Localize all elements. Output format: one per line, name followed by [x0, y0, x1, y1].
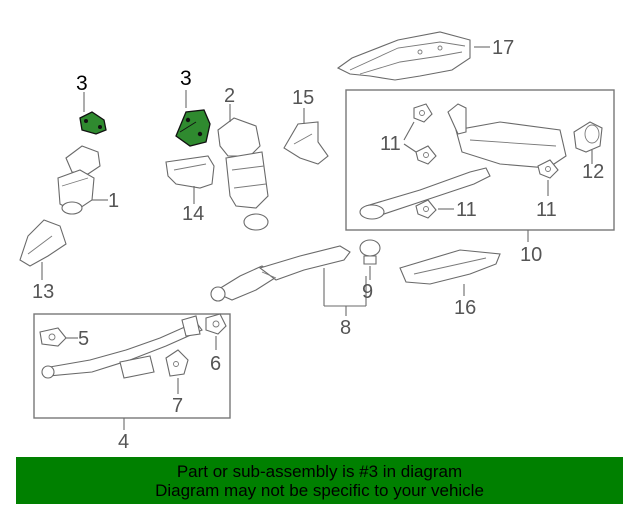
info-banner: Part or sub-assembly is #3 in diagram Di… — [16, 457, 623, 504]
banner-line-1: Part or sub-assembly is #3 in diagram — [176, 461, 463, 481]
part-11-hanger-b[interactable] — [415, 145, 437, 165]
leader-11a — [403, 121, 415, 141]
part-1-catalytic-converter[interactable] — [57, 145, 101, 215]
leader-11a2 — [403, 143, 417, 153]
callout-10: 10 — [520, 244, 542, 266]
part-11-hanger-a[interactable] — [413, 103, 433, 123]
callout-5: 5 — [78, 328, 89, 350]
part-15-bracket[interactable] — [283, 121, 329, 165]
part-3-bracket[interactable] — [175, 109, 211, 147]
banner-line-2: Diagram may not be specific to your vehi… — [155, 480, 484, 500]
part-2-catalytic-converter[interactable] — [217, 117, 269, 231]
callout-12: 12 — [582, 161, 604, 183]
part-14-heat-shield[interactable] — [165, 155, 215, 189]
part-3-gasket-left[interactable] — [79, 111, 107, 135]
part-10-muffler-assembly[interactable] — [359, 103, 567, 220]
callout-4: 4 — [118, 431, 129, 453]
callout-15: 15 — [292, 87, 314, 109]
callout-3b: 3 — [180, 67, 192, 90]
callout-14: 14 — [182, 203, 204, 225]
callout-11c: 11 — [536, 199, 557, 221]
part-6-gasket[interactable] — [205, 313, 227, 335]
part-17-heat-shield[interactable] — [336, 31, 471, 81]
callout-16: 16 — [454, 297, 476, 319]
callout-11a: 11 — [380, 133, 401, 155]
part-9-clamp[interactable] — [359, 239, 381, 265]
part-11-hanger-c[interactable] — [415, 199, 437, 219]
callout-2: 2 — [224, 85, 235, 107]
part-11-hanger-d[interactable] — [537, 159, 559, 179]
callout-1: 1 — [108, 190, 119, 212]
callout-11b: 11 — [456, 199, 477, 221]
callout-8: 8 — [340, 317, 351, 339]
callout-9: 9 — [362, 281, 373, 303]
part-16-heat-shield[interactable] — [399, 249, 501, 285]
part-12-exhaust-tip[interactable] — [573, 121, 603, 153]
part-4-front-pipe[interactable] — [41, 315, 203, 379]
callout-17: 17 — [492, 37, 514, 59]
part-13-heat-shield[interactable] — [19, 219, 67, 267]
assembly-box-4 — [33, 313, 231, 419]
part-7-hanger[interactable] — [165, 349, 189, 377]
callout-7: 7 — [172, 395, 183, 417]
callout-6: 6 — [210, 353, 221, 375]
part-8-intermediate-pipe[interactable] — [210, 245, 351, 302]
assembly-box-10 — [345, 89, 615, 231]
part-5-gasket[interactable] — [39, 327, 67, 347]
callout-3a: 3 — [76, 72, 88, 95]
callout-13: 13 — [32, 281, 54, 303]
